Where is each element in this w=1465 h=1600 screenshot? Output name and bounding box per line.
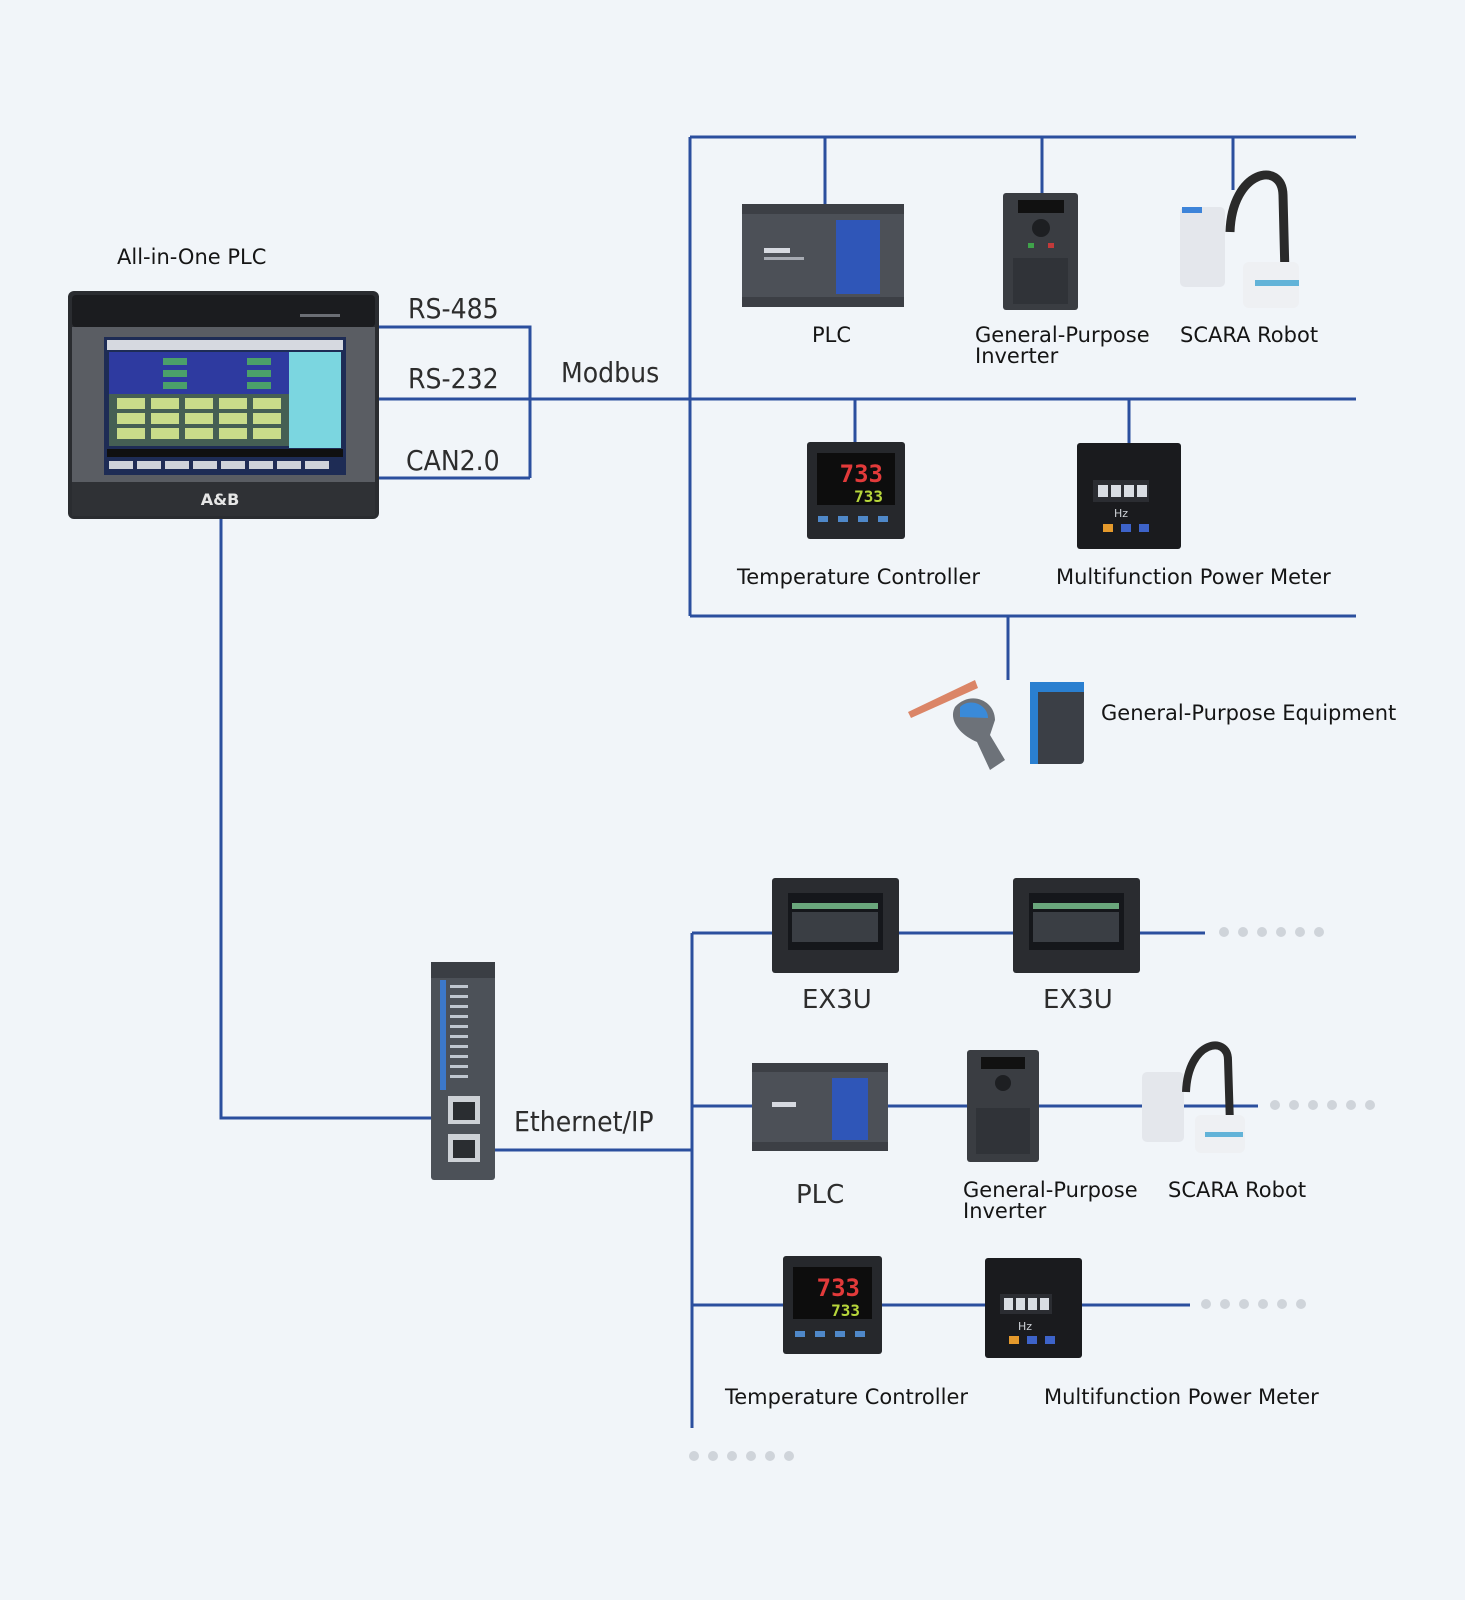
ethernet-temp-controller-label: Temperature Controller — [725, 1385, 968, 1409]
general-equipment-label: General-Purpose Equipment — [1101, 701, 1397, 725]
ethernet-adapter-module — [431, 962, 495, 1180]
ex3u-hmi-1-icon — [772, 878, 899, 973]
eth-meter-unit-label: Hz — [1018, 1320, 1032, 1333]
ethernet-scara-label: SCARA Robot — [1168, 1178, 1307, 1202]
ethernet-inverter-label: General-Purpose Inverter — [963, 1180, 1138, 1222]
temperature-controller-icon: 733 733 — [807, 442, 905, 539]
all-in-one-plc-title: All-in-One PLC — [117, 245, 267, 269]
row-2-continuation-dots — [1270, 1100, 1375, 1110]
row-3-continuation-dots — [1201, 1299, 1306, 1309]
can-label: CAN2.0 — [406, 444, 500, 477]
ethernet-plc-label: PLC — [796, 1180, 845, 1210]
barcode-scanner-icon — [908, 680, 1005, 770]
modbus-plc-label: PLC — [812, 323, 852, 347]
brand-label: A&B — [201, 490, 240, 509]
ethernet-ip-label: Ethernet/IP — [514, 1105, 654, 1138]
plc-device-icon — [742, 204, 904, 307]
temp-readout-red: 733 — [840, 460, 883, 488]
row-1-continuation-dots — [1219, 927, 1324, 937]
rs485-label: RS-485 — [408, 292, 499, 325]
modbus-inverter-label: General-Purpose Inverter — [975, 325, 1150, 367]
ethernet-scara-icon — [1142, 1041, 1245, 1153]
ethernet-inverter-line-1: General-Purpose — [963, 1178, 1138, 1202]
rs485-line — [379, 325, 532, 478]
modbus-scara-label: SCARA Robot — [1180, 323, 1319, 347]
ex3u-hmi-2-icon — [1013, 878, 1140, 973]
power-meter-icon: Hz — [1077, 443, 1181, 549]
modbus-inverter-line-2: Inverter — [975, 344, 1059, 368]
plc-to-adapter-line — [219, 518, 452, 1120]
ethernet-plc-icon — [752, 1063, 888, 1151]
modbus-inverter-line-1: General-Purpose — [975, 323, 1150, 347]
barcode-reader-box-icon — [1030, 682, 1084, 764]
meter-unit-label: Hz — [1114, 507, 1128, 520]
temp-readout-green: 733 — [854, 487, 883, 506]
eth-temp-readout-red: 733 — [817, 1274, 860, 1302]
rs232-label: RS-232 — [408, 362, 499, 395]
ethernet-power-meter-label: Multifunction Power Meter — [1044, 1385, 1319, 1409]
modbus-power-meter-label: Multifunction Power Meter — [1056, 565, 1331, 589]
ethernet-temperature-controller-icon: 733 733 — [783, 1256, 882, 1354]
ethernet-inverter-icon — [967, 1050, 1039, 1162]
eth-temp-readout-green: 733 — [831, 1301, 860, 1320]
ethernet-power-meter-icon: Hz — [985, 1258, 1082, 1358]
modbus-temp-controller-label: Temperature Controller — [737, 565, 980, 589]
inverter-device-icon — [1003, 193, 1078, 310]
ethernet-inverter-line-2: Inverter — [963, 1199, 1047, 1223]
ex3u-1-label: EX3U — [802, 985, 872, 1015]
all-in-one-plc-device: A&B — [68, 291, 379, 519]
bus-continuation-dots — [689, 1451, 794, 1461]
modbus-label: Modbus — [561, 356, 660, 389]
ex3u-2-label: EX3U — [1043, 985, 1113, 1015]
scara-robot-icon — [1180, 170, 1299, 308]
